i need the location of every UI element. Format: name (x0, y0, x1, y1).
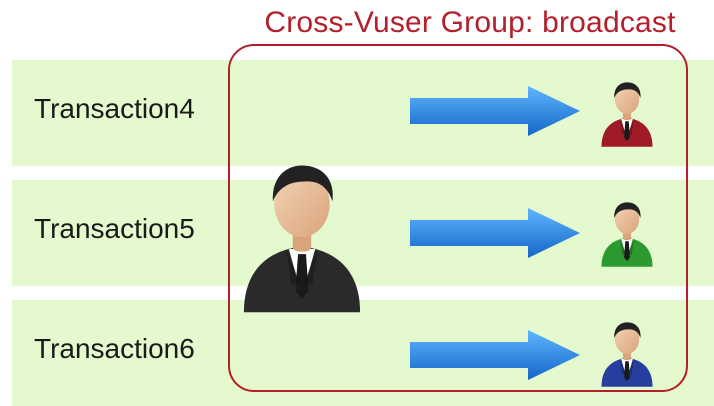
arrow-right-icon (410, 330, 580, 380)
recipient-person-icon (601, 202, 653, 267)
sender-person-icon (243, 165, 361, 313)
diagram-title: Cross-Vuser Group: broadcast (264, 6, 676, 39)
transaction-row: Transaction4 (12, 60, 714, 166)
transaction-row: Transaction6 (12, 300, 714, 406)
cross-vuser-group-box (228, 44, 688, 392)
transaction-row: Transaction5 (12, 180, 714, 286)
recipient-person-icon (601, 322, 653, 387)
arrow-right-icon (410, 86, 580, 136)
transaction-label: Transaction5 (34, 213, 195, 244)
arrow-right-icon (410, 208, 580, 258)
recipient-person-icon (601, 82, 653, 147)
transaction-label: Transaction6 (34, 333, 195, 364)
transaction-label: Transaction4 (34, 93, 195, 124)
